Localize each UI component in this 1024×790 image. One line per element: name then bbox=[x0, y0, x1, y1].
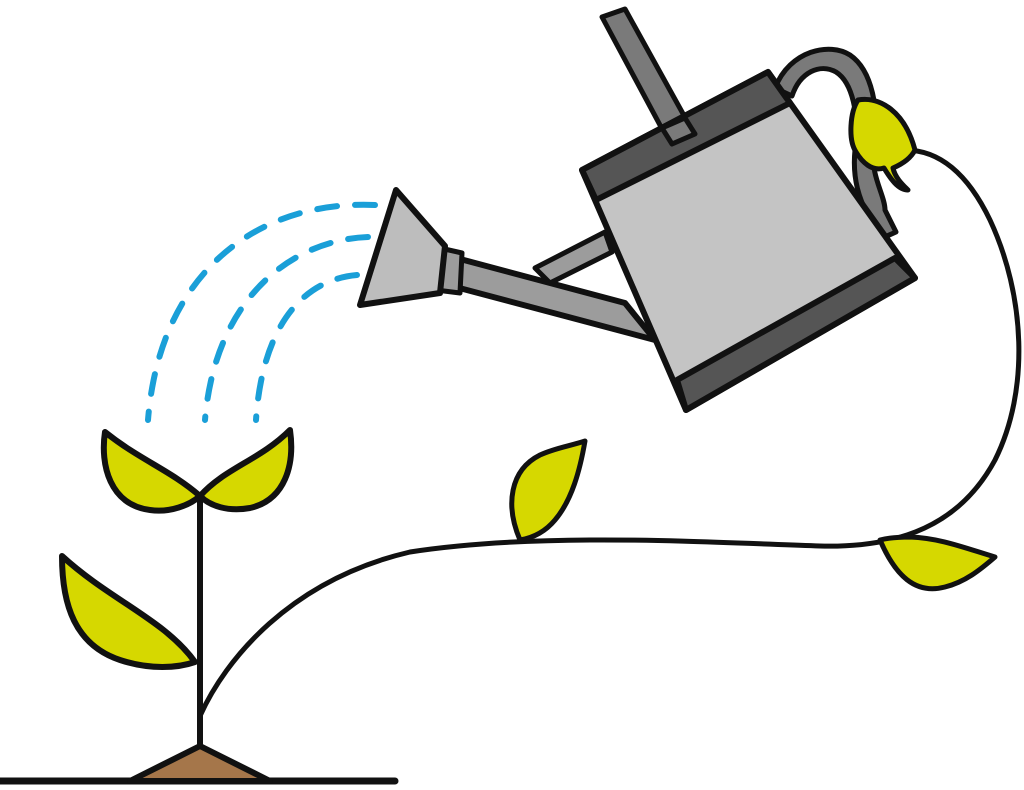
seedling-right-leaf-icon bbox=[197, 427, 295, 513]
can-handle-stub bbox=[659, 115, 698, 147]
water-stream-middle bbox=[202, 234, 371, 423]
seedling-left-leaf-icon bbox=[100, 429, 203, 514]
soil-mound bbox=[127, 743, 273, 784]
can-bottom-band bbox=[674, 255, 918, 413]
seedling-lower-leaf-icon bbox=[59, 553, 198, 670]
watering-can-icon bbox=[357, 6, 918, 413]
water-stream-lower bbox=[253, 272, 360, 423]
can-nozzle bbox=[357, 187, 448, 308]
water-stream-upper bbox=[145, 201, 378, 423]
vine-stem bbox=[197, 147, 1022, 719]
vine-leaf-hanging-icon bbox=[877, 534, 998, 592]
water-drops-icon bbox=[145, 201, 378, 423]
vine-leaf-upright-icon bbox=[509, 438, 588, 543]
can-spout-brace bbox=[532, 229, 615, 286]
vine-tip-leaf-icon bbox=[848, 96, 918, 193]
